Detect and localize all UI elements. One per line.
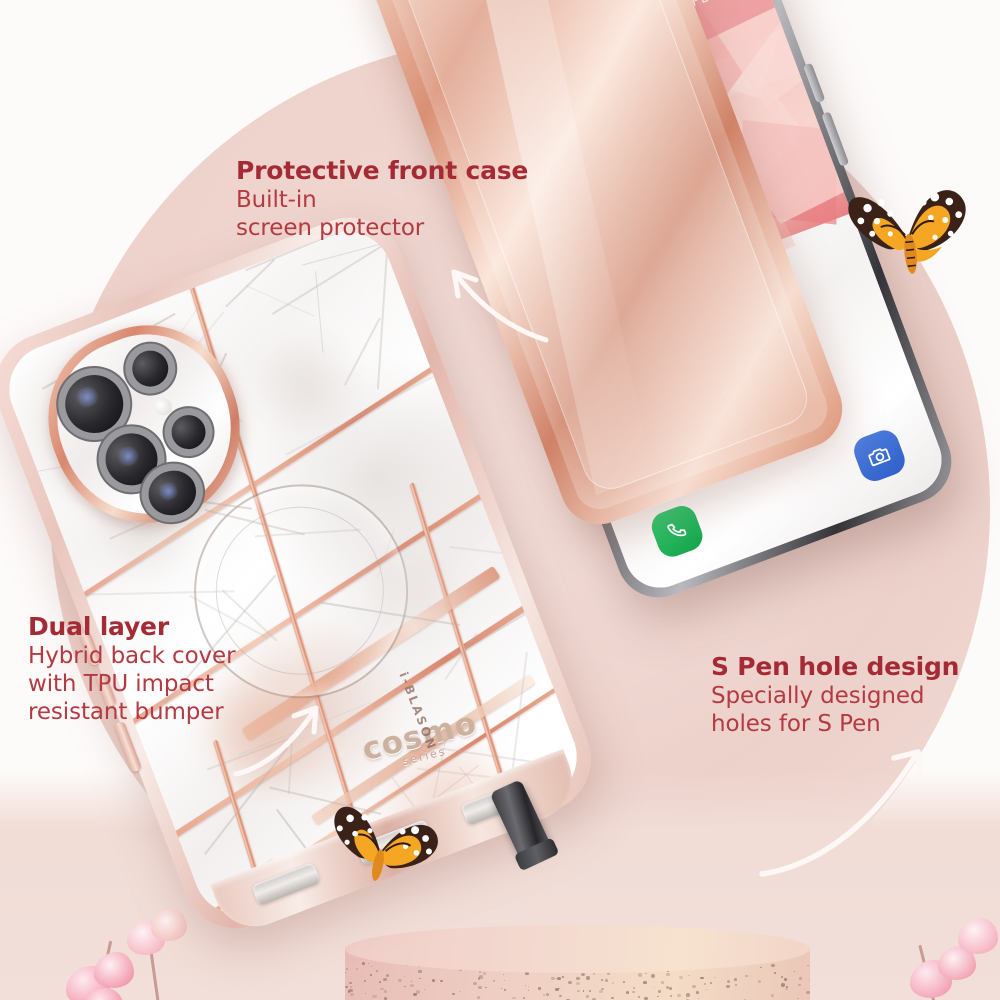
display-podium bbox=[345, 925, 810, 1000]
callout-title: S Pen hole design bbox=[711, 652, 960, 681]
callout-s-pen-hole: S Pen hole design Specially designed hol… bbox=[711, 652, 959, 738]
callout-line-1: Hybrid back cover bbox=[28, 643, 236, 669]
camera-lens bbox=[56, 366, 132, 442]
callout-line-3: resistant bumper bbox=[28, 699, 224, 725]
butterfly-icon bbox=[838, 144, 977, 296]
callout-line-2: screen protector bbox=[236, 215, 425, 241]
callout-line-1: Specially designed bbox=[711, 683, 925, 709]
callout-front-case: Protective front case Built-in screen pr… bbox=[236, 156, 528, 242]
butterfly-icon bbox=[315, 771, 455, 904]
callout-line-2: holes for S Pen bbox=[711, 711, 881, 737]
callout-line-2: with TPU impact bbox=[28, 671, 214, 697]
callout-title: Protective front case bbox=[236, 156, 529, 185]
callout-dual-layer: Dual layer Hybrid back cover with TPU im… bbox=[28, 612, 236, 726]
phone-icon[interactable] bbox=[647, 501, 707, 561]
callout-line-1: Built-in bbox=[236, 187, 317, 213]
camera-flash-icon bbox=[152, 395, 175, 418]
camera-lens bbox=[127, 345, 174, 392]
speaker-cutout bbox=[251, 862, 321, 907]
camera-lens bbox=[166, 410, 211, 455]
camera-icon[interactable] bbox=[849, 426, 910, 486]
callout-title: Dual layer bbox=[28, 612, 169, 641]
